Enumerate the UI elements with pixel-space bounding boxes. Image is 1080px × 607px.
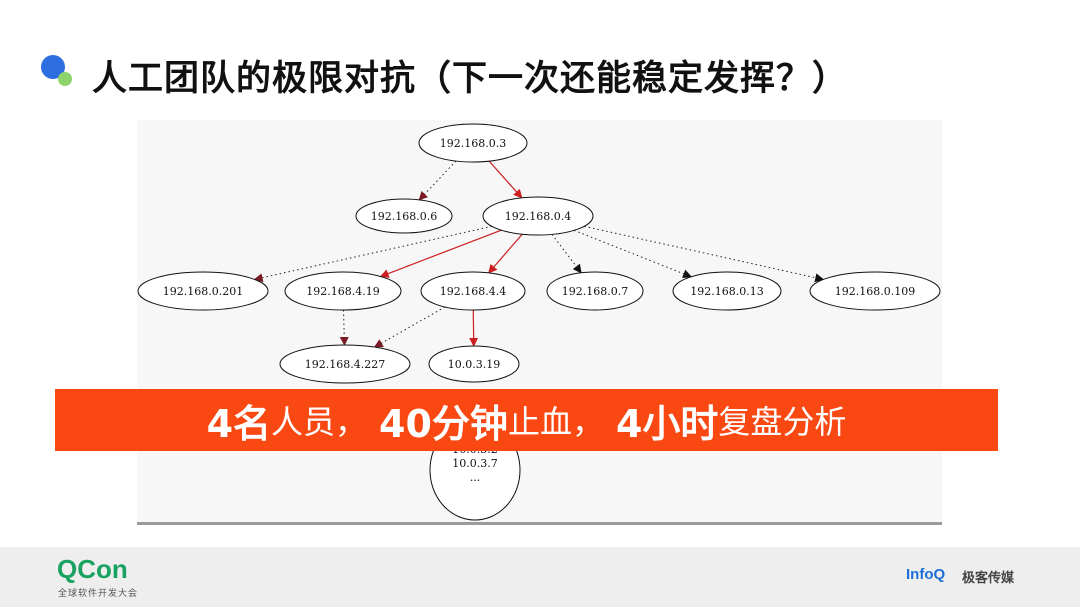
node-ellipse	[809, 271, 941, 311]
node-ellipse	[355, 198, 453, 234]
graph-node: 192.168.0.201	[137, 271, 269, 311]
graph-node: 192.168.0.3	[418, 123, 528, 163]
slide-title: 人工团队的极限对抗（下一次还能稳定发挥？）	[92, 59, 849, 99]
banner-review-time: 4小时	[615, 401, 719, 446]
node-ellipse	[418, 123, 528, 163]
node-ellipse	[420, 271, 526, 311]
node-label: 10.0.3.19	[448, 358, 500, 371]
node-ellipse	[284, 271, 402, 311]
node-ellipse	[428, 345, 520, 383]
edge-n2-n5	[488, 233, 523, 274]
edge-n5-n9	[373, 306, 446, 348]
node-label: 192.168.4.4	[440, 285, 506, 298]
node-ellipse	[279, 344, 411, 384]
edge-n2-n6	[551, 234, 582, 274]
graph-node: 192.168.0.4	[482, 196, 594, 236]
node-ellipse	[482, 196, 594, 236]
edge-n4-n9	[339, 309, 349, 346]
edge-n2-n3	[253, 225, 492, 283]
infoq-logo: InfoQ	[906, 566, 946, 583]
node-label: ...	[470, 471, 481, 484]
node-label: 192.168.0.6	[371, 210, 437, 223]
node-label: 192.168.0.4	[505, 210, 571, 223]
node-label: 10.0.3.7	[452, 457, 497, 470]
title-bullet-green-dot	[58, 72, 72, 86]
edge-n0-n1	[418, 160, 457, 201]
node-label: 192.168.0.201	[163, 285, 243, 298]
node-ellipse	[546, 271, 644, 311]
slide-footer	[0, 547, 1080, 607]
node-label: 192.168.0.7	[562, 285, 628, 298]
diagram-baseline	[137, 522, 942, 525]
edge-n0-n2	[488, 160, 523, 199]
graph-node: 192.168.0.109	[809, 271, 941, 311]
graph-node: 192.168.0.7	[546, 271, 644, 311]
node-ellipse	[672, 271, 782, 311]
graph-node: 10.0.3.19	[428, 345, 520, 383]
qcon-logo: QCon	[57, 554, 128, 584]
geekbang-logo: 极客传媒	[962, 571, 1015, 586]
node-label: 192.168.4.227	[305, 358, 385, 371]
graph-node: 192.168.4.4	[420, 271, 526, 311]
graph-node: 192.168.4.19	[284, 271, 402, 311]
node-label: 192.168.0.3	[440, 137, 506, 150]
banner-review-label: 复盘分析	[718, 403, 847, 441]
graph-node: 192.168.4.227	[279, 344, 411, 384]
qcon-subtitle: 全球软件开发大会	[58, 589, 139, 599]
node-label: 192.168.0.13	[690, 285, 763, 298]
banner-stop-time: 40分钟	[379, 401, 508, 446]
edge-n2-n8	[584, 225, 825, 283]
edge-n2-n7	[573, 229, 693, 278]
node-ellipse	[137, 271, 269, 311]
node-label: 192.168.0.109	[835, 285, 915, 298]
banner-team-count: 4名	[206, 401, 272, 446]
node-label: 192.168.4.19	[306, 285, 379, 298]
banner-team-label: 人员，	[271, 403, 368, 441]
graph-node: 192.168.0.13	[672, 271, 782, 311]
graph-node: 192.168.0.6	[355, 198, 453, 234]
summary-banner: 4名 人员， 40分钟 止血， 4小时 复盘分析	[55, 389, 998, 451]
banner-stop-label: 止血，	[507, 403, 604, 441]
diagram-panel	[137, 120, 942, 524]
edge-n2-n4	[379, 229, 502, 278]
